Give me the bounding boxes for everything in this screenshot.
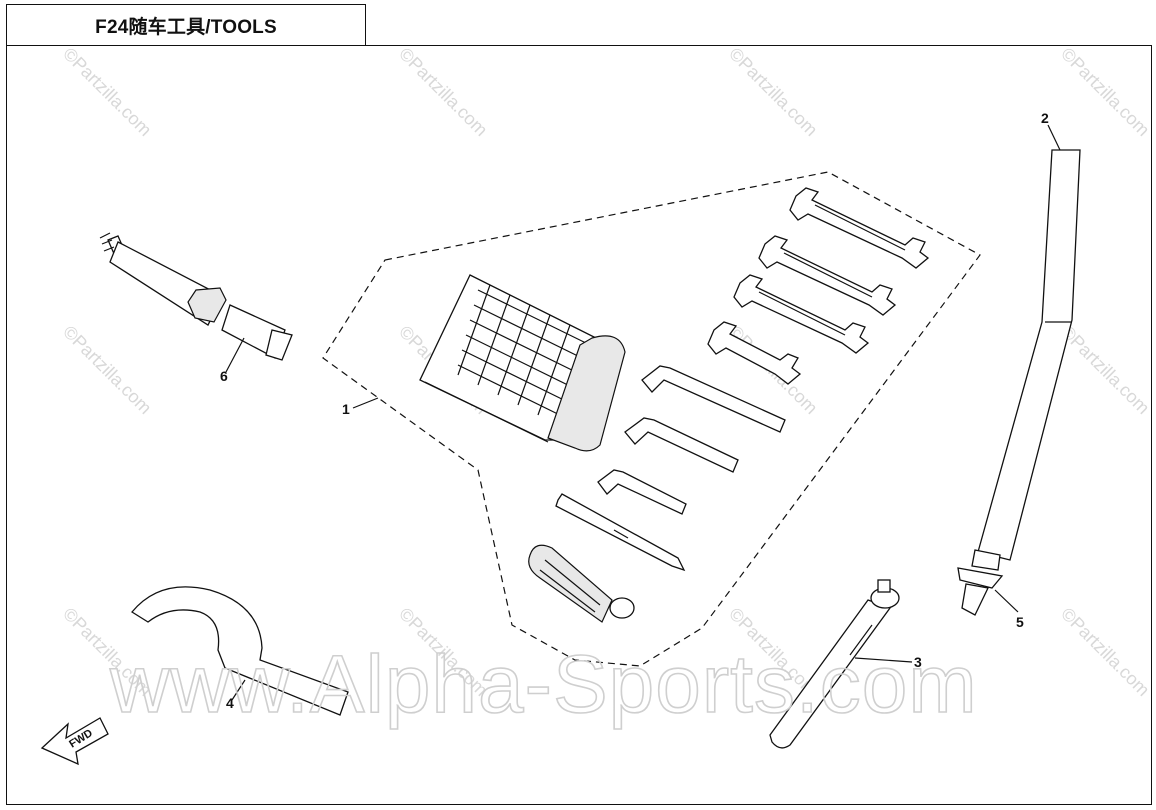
- screwdriver-handle: [528, 544, 635, 623]
- screwdriver-shaft: [555, 493, 686, 572]
- hex-key-small: [597, 469, 687, 515]
- callout-1: 1: [342, 401, 350, 417]
- watermark-12: ©Partzilla.com: [1057, 604, 1153, 700]
- watermark-2: ©Partzilla.com: [395, 44, 491, 140]
- fwd-arrow: FWD: [40, 717, 109, 766]
- watermark-5: ©Partzilla.com: [59, 322, 155, 418]
- hex-key-medium: [624, 417, 739, 473]
- callout-5: 5: [1016, 614, 1024, 630]
- spark-plug-socket: [99, 232, 293, 361]
- watermark-1: ©Partzilla.com: [59, 44, 155, 140]
- page-title: F24随车工具/TOOLS: [95, 16, 277, 38]
- hook-spanner: [131, 586, 349, 716]
- callout-6: 6: [220, 368, 228, 384]
- callout-2: 2: [1041, 110, 1049, 126]
- spark-plug-tip: [957, 549, 1004, 616]
- wrench-3: [733, 274, 870, 354]
- wrench-4: [707, 321, 802, 385]
- title-box: F24随车工具/TOOLS: [6, 4, 366, 46]
- callout-4: 4: [226, 695, 234, 711]
- pin-spanner: [769, 579, 900, 749]
- watermark-3: ©Partzilla.com: [725, 44, 821, 140]
- leader-lines: [225, 124, 1061, 701]
- wrench-1: [789, 187, 930, 269]
- diagram-frame: [6, 45, 1152, 805]
- tool-kit-outline: [322, 171, 981, 667]
- watermark-4: ©Partzilla.com: [1057, 44, 1153, 140]
- alpha-sports-watermark: www.Alpha-Sports.com: [109, 639, 978, 730]
- hex-key-large: [641, 365, 786, 433]
- pipe-handle: [977, 149, 1081, 561]
- watermark-8: ©Partzilla.com: [1057, 322, 1153, 418]
- wrench-2: [758, 235, 897, 316]
- callout-3: 3: [914, 654, 922, 670]
- tool-roll-bag: [419, 274, 626, 452]
